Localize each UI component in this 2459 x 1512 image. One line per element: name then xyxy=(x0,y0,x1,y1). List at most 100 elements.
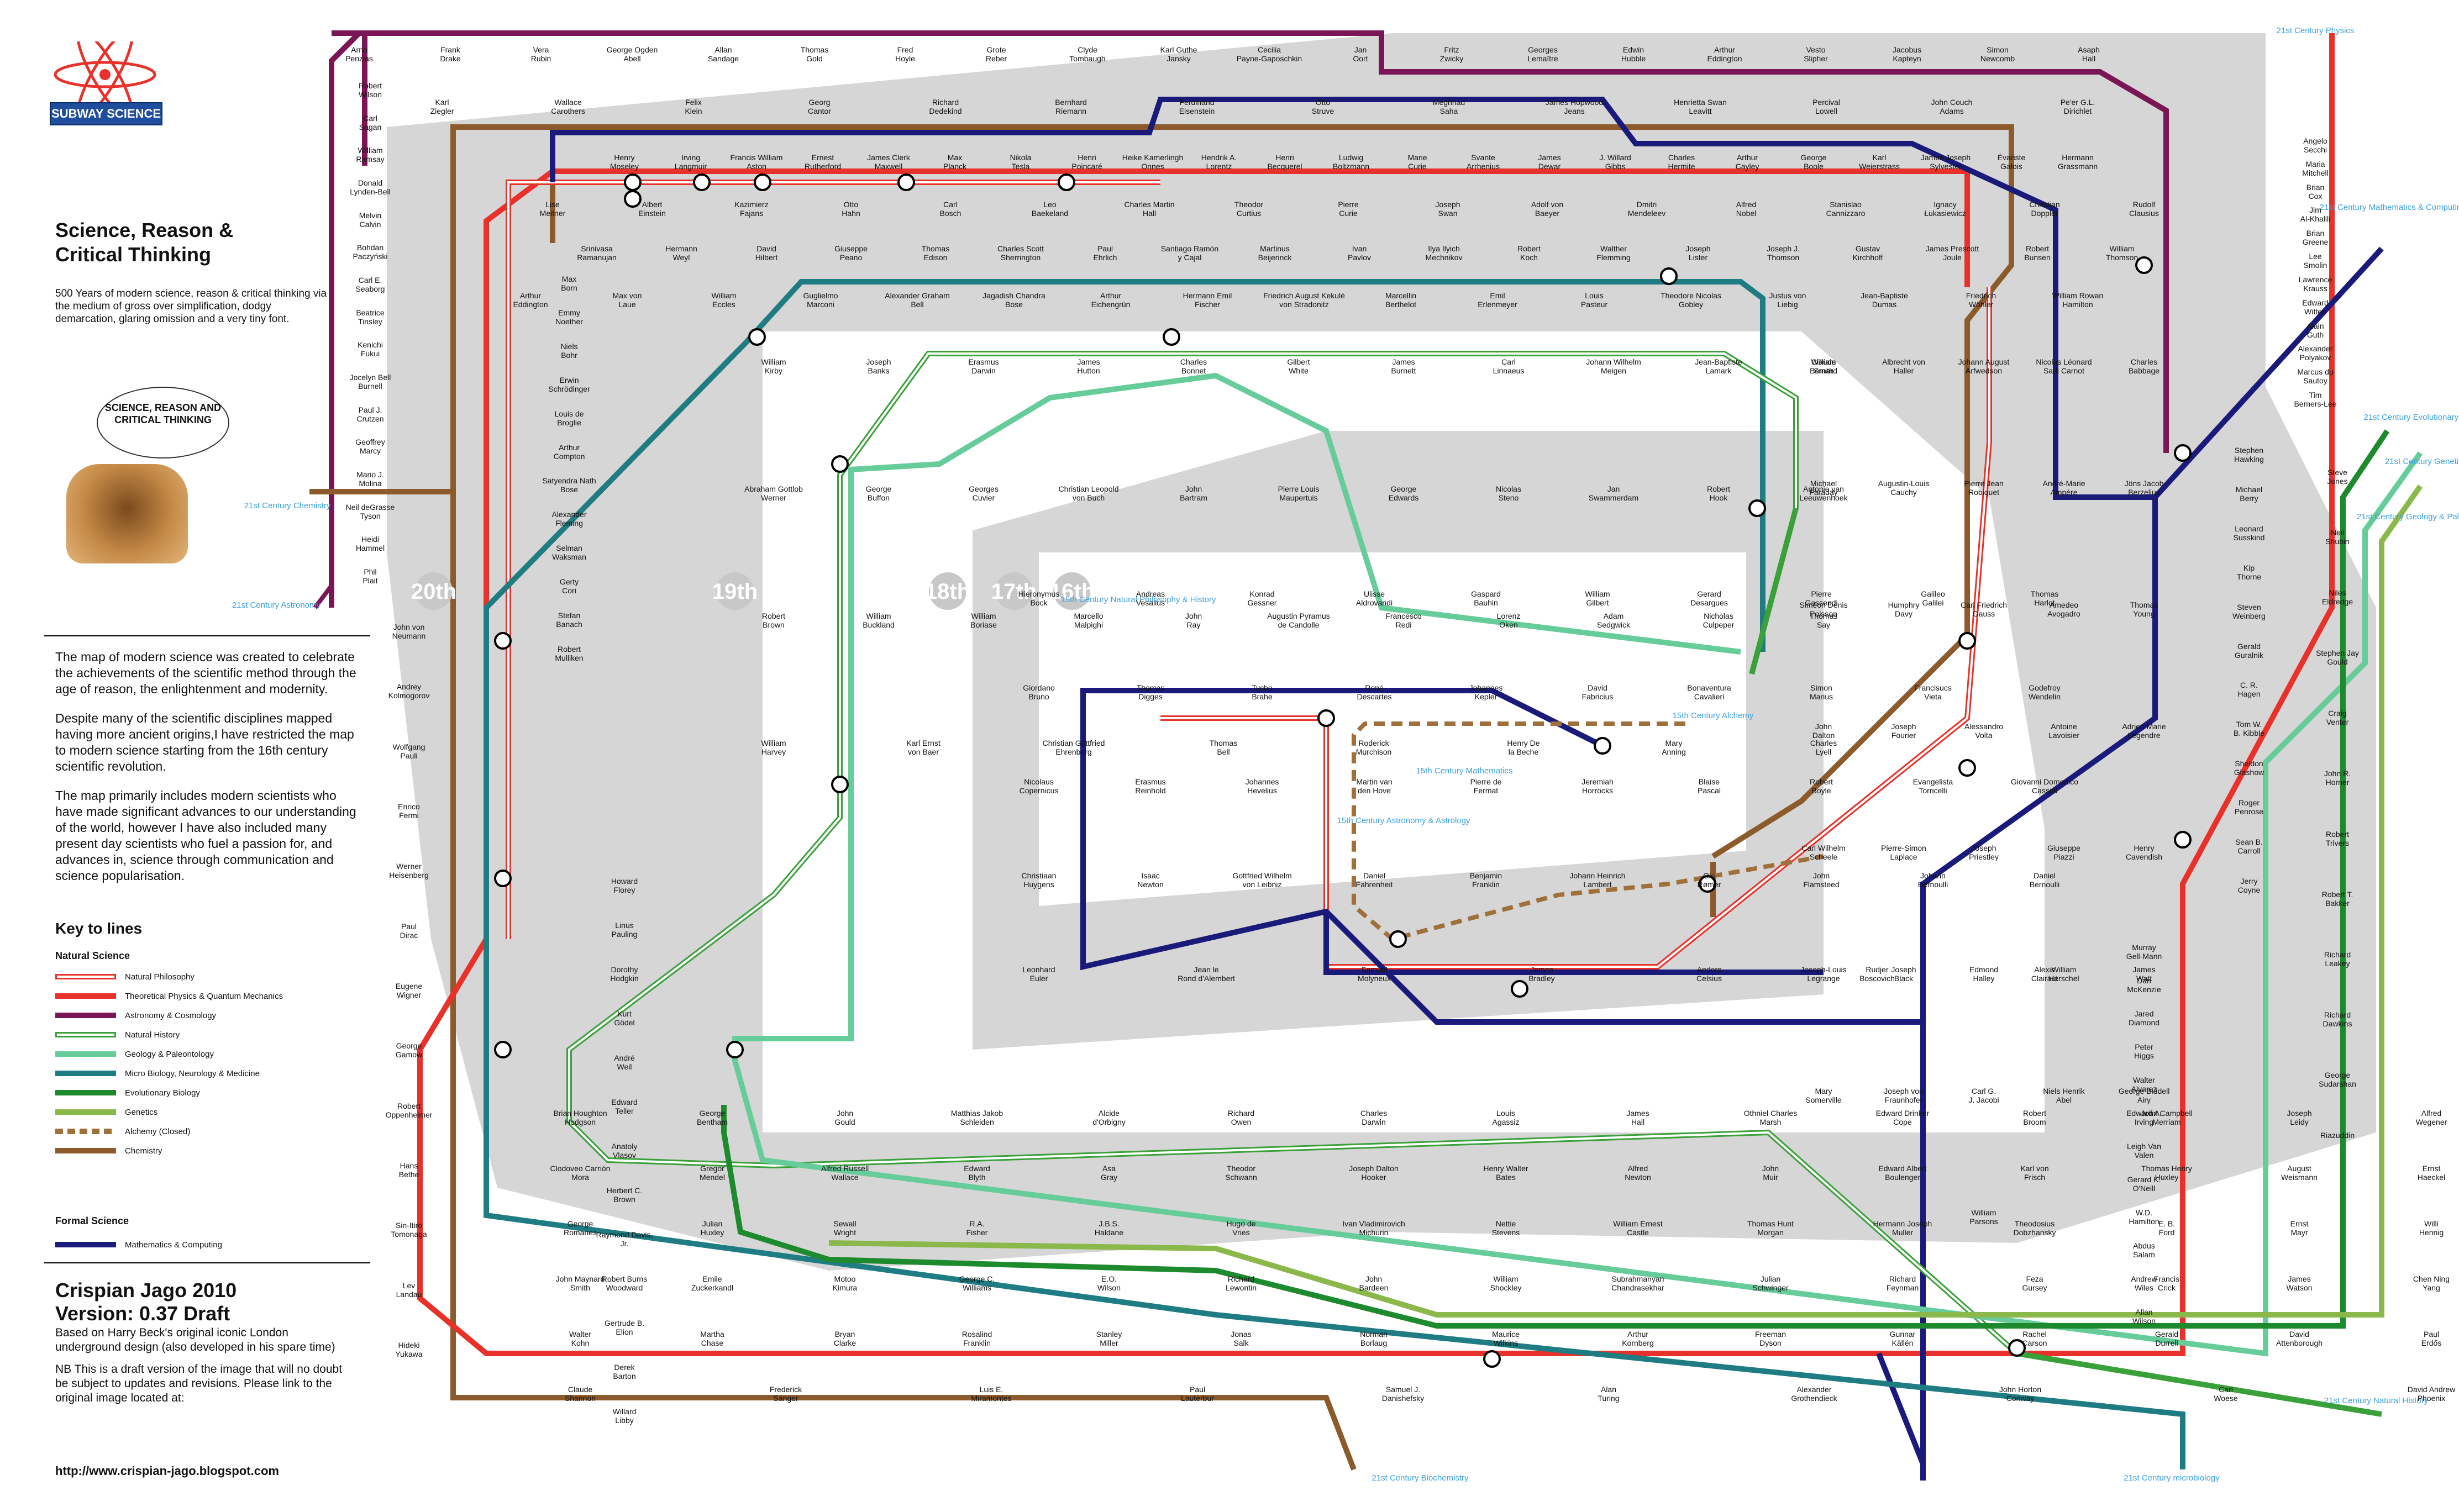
legend-item: Geology & Paleontology xyxy=(55,1047,343,1061)
legend-swatch xyxy=(55,974,116,979)
station-label: Raymond Davis,Jr. xyxy=(596,1230,653,1248)
dest-15th-alchemy: 15th Century Alchemy xyxy=(1673,711,1754,720)
credit-note: NB This is a draft version of the image … xyxy=(55,1363,343,1404)
legend-swatch xyxy=(55,1129,116,1134)
legend-label: Alchemy (Closed) xyxy=(125,1126,191,1136)
era-18th: 18th xyxy=(925,579,970,604)
credit-url[interactable]: http://www.crispian-jago.blogspot.com xyxy=(55,1464,279,1478)
legend-label: Astronomy & Cosmology xyxy=(125,1010,217,1020)
era-zone-17th xyxy=(1039,552,1746,906)
page-title: Science, Reason & Critical Thinking xyxy=(55,219,234,266)
legend-label: Natural Philosophy xyxy=(125,972,195,982)
intro-text: 500 Years of modern science, reason & cr… xyxy=(55,288,327,325)
legend-swatch xyxy=(55,1090,116,1095)
station-label: Hendrik A.Lorentz xyxy=(1201,153,1237,171)
station-label: E.O.Wilson xyxy=(1097,1274,1121,1292)
legend-natural-heading: Natural Science xyxy=(55,950,130,961)
credit: Crispian Jago 2010 Version: 0.37 Draft xyxy=(55,1279,237,1325)
legend-item: Alchemy (Closed) xyxy=(55,1124,343,1139)
legend-swatch xyxy=(55,1071,116,1076)
dest-evo-bio: 21st Century Evolutionary Biology xyxy=(2363,413,2459,422)
